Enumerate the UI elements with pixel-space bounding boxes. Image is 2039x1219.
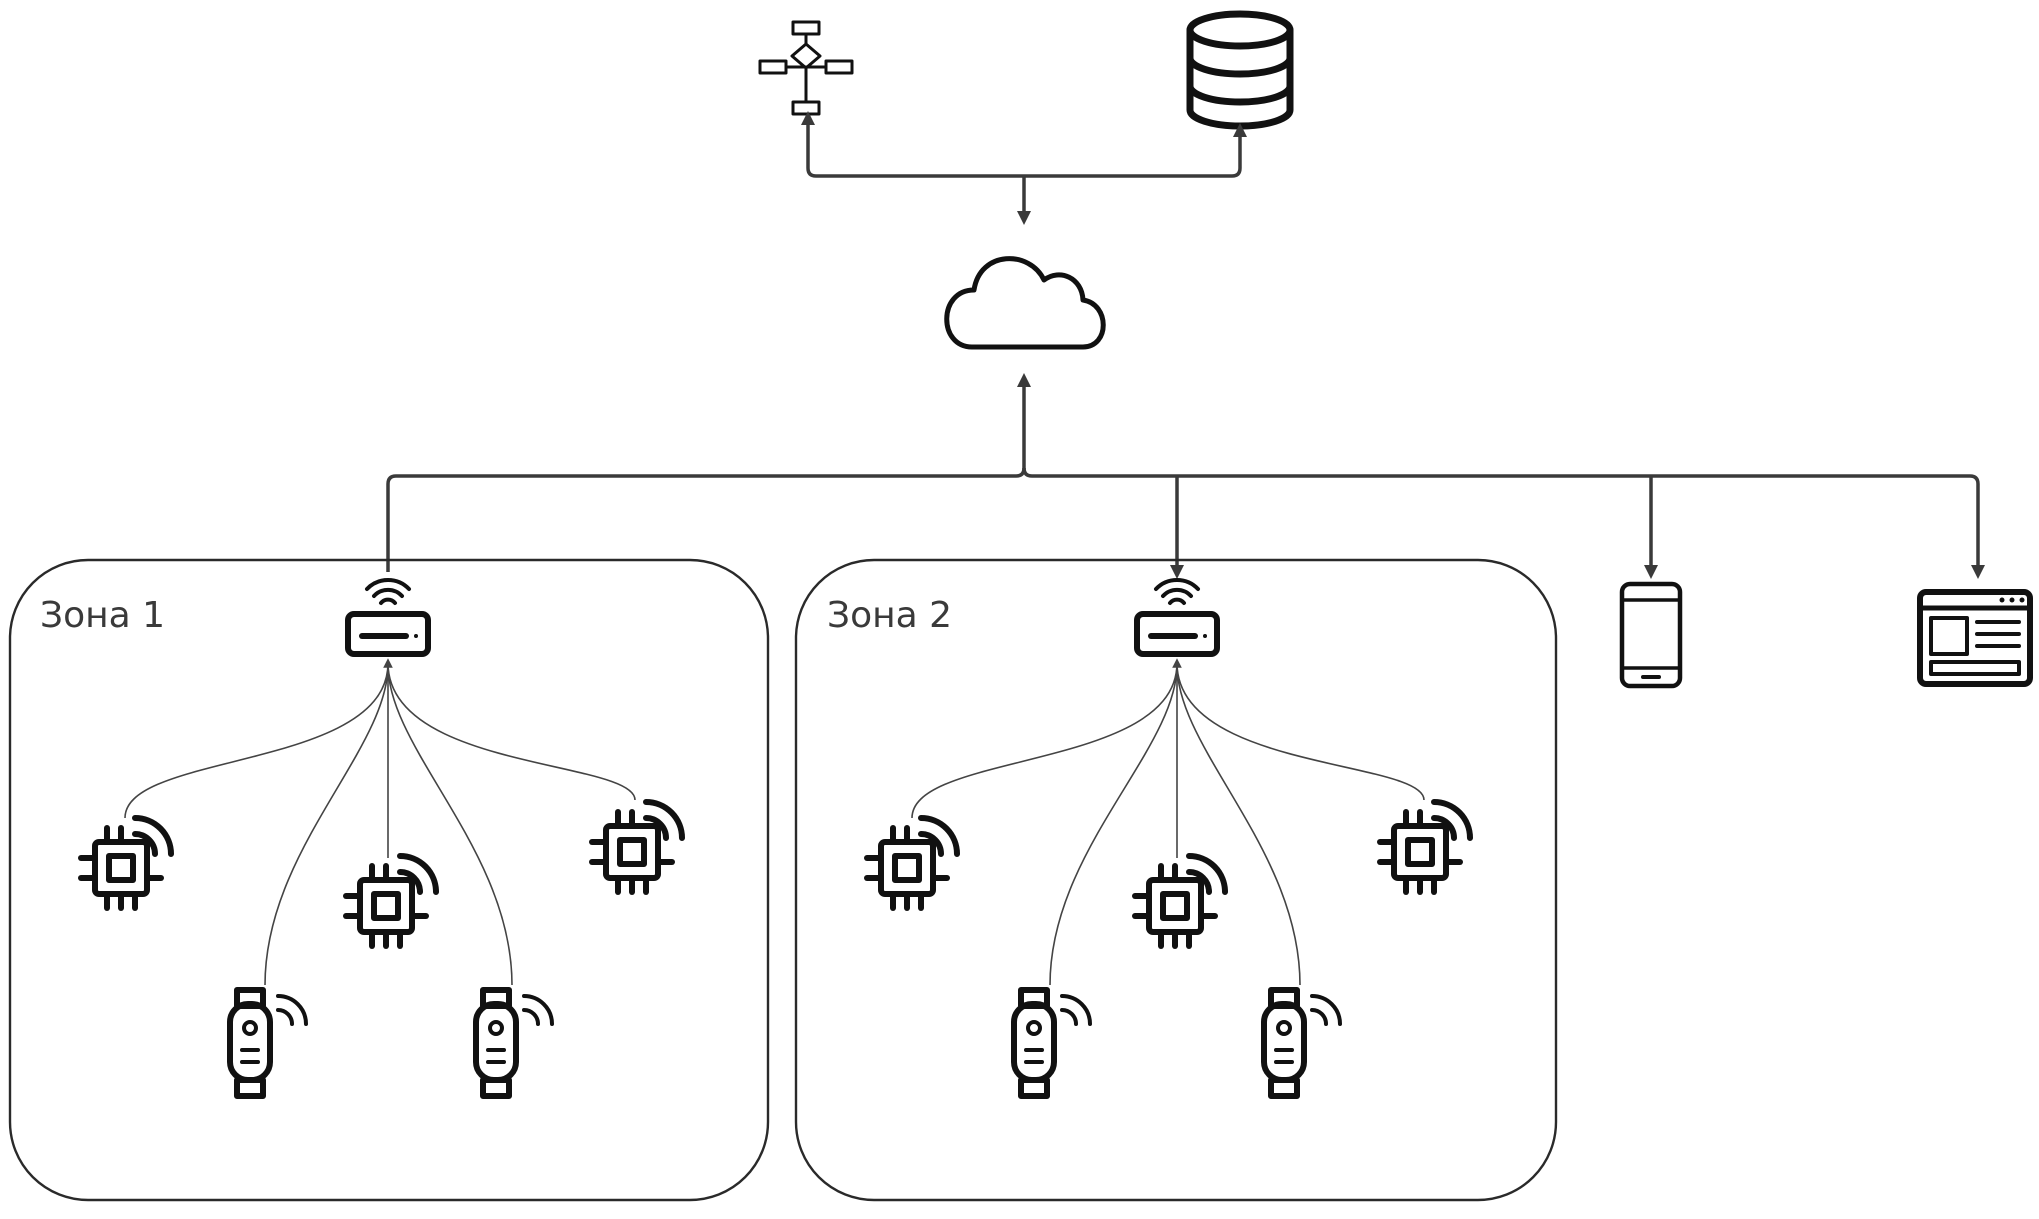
zone-1-sensor-center-icon	[346, 856, 436, 946]
database-icon	[1186, 10, 1294, 130]
zone-2-links	[911, 658, 1425, 986]
zone-2-wearable-left-icon	[1014, 990, 1090, 1096]
zone-2-wearable-right-icon	[1264, 990, 1340, 1096]
zone-1-wearable-left-icon	[230, 990, 306, 1096]
zone-2-label: Зона 2	[827, 595, 953, 636]
zone-2-sensor-center-icon	[1135, 856, 1225, 946]
flowchart-icon	[758, 20, 854, 116]
browser-window-icon	[1917, 589, 2033, 687]
zone-1-sensor-right-icon	[592, 802, 682, 892]
zone-2-gateway-icon	[1137, 580, 1217, 654]
zone-2-sensor-left-icon	[867, 818, 957, 908]
zone-1-wearable-right-icon	[476, 990, 552, 1096]
smartphone-icon	[1619, 581, 1683, 689]
zone-1-gateway-icon	[348, 580, 428, 654]
zone-1-boundary	[8, 558, 770, 1202]
cloud-icon	[944, 256, 1106, 350]
zone-2-boundary	[794, 558, 1558, 1202]
zone-2-sensor-right-icon	[1380, 802, 1470, 892]
zone-1-links	[124, 658, 636, 986]
zone-1-label: Зона 1	[40, 595, 166, 636]
zone-1-sensor-left-icon	[81, 818, 171, 908]
